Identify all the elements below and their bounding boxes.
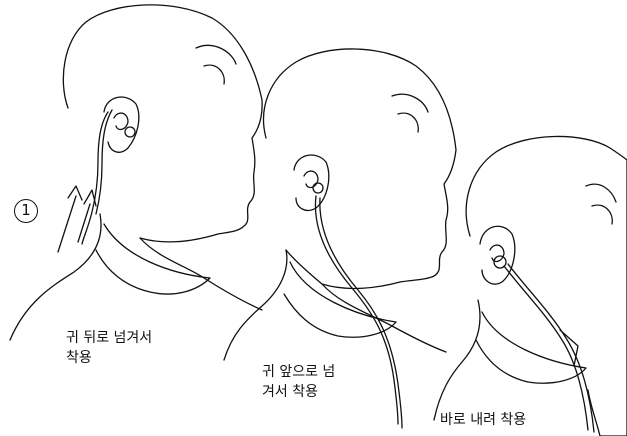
caption-behind-ear-line-1: 귀 뒤로 넘겨서 bbox=[66, 330, 153, 346]
ear-3 bbox=[479, 225, 516, 285]
figure-straight-down bbox=[433, 135, 627, 436]
figure-front-ear bbox=[223, 48, 457, 429]
earbud-3 bbox=[493, 255, 507, 269]
figure-behind-ear bbox=[9, 4, 263, 341]
cable-2 bbox=[314, 195, 399, 425]
head-outline-1 bbox=[62, 4, 263, 243]
direction-arrow-1 bbox=[57, 185, 83, 253]
caption-straight-down: 바로 내려 착용 bbox=[440, 412, 527, 428]
cable-3 bbox=[503, 265, 589, 431]
cable-1 bbox=[81, 111, 109, 245]
caption-behind-ear-line-2: 착용 bbox=[66, 350, 92, 366]
caption-front-ear-line-1: 귀 앞으로 넘 bbox=[262, 364, 336, 380]
step-number-marker: 1 bbox=[14, 199, 38, 223]
ear-2 bbox=[293, 154, 330, 212]
direction-arrow-2 bbox=[77, 189, 97, 243]
caption-front-ear-line-2: 겨서 착용 bbox=[262, 384, 318, 400]
head-outline-3 bbox=[465, 135, 627, 436]
ear-1 bbox=[103, 96, 140, 153]
head-outline-2 bbox=[262, 48, 457, 290]
earbud-1 bbox=[124, 126, 136, 138]
earbud-2 bbox=[312, 182, 324, 194]
